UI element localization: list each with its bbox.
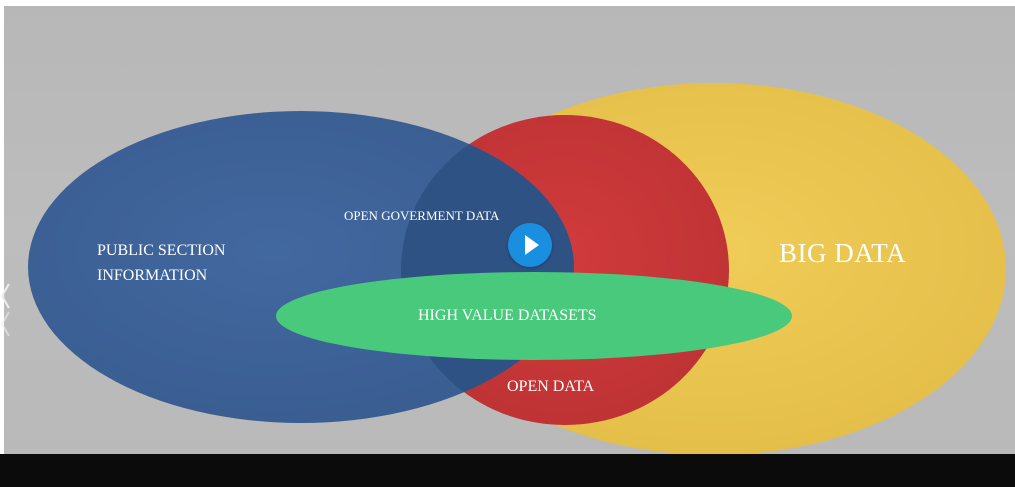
high-value-datasets-label: HIGH VALUE DATASETS	[418, 307, 597, 324]
chevron-left-icon[interactable]	[0, 282, 10, 338]
video-player[interactable]: PUBLIC SECTION INFORMATION OPEN GOVERMEN…	[4, 6, 1015, 454]
play-icon[interactable]	[508, 223, 552, 267]
big-data-label: BIG DATA	[779, 238, 907, 268]
venn-diagram	[28, 83, 1006, 454]
high-value-datasets-ellipse	[276, 272, 792, 360]
information-label: INFORMATION	[97, 267, 208, 284]
public-section-label: PUBLIC SECTION	[97, 242, 226, 259]
open-government-data-label: OPEN GOVERMENT DATA	[344, 208, 500, 223]
video-controls-bar	[0, 454, 1015, 487]
open-data-label: OPEN DATA	[507, 378, 595, 395]
